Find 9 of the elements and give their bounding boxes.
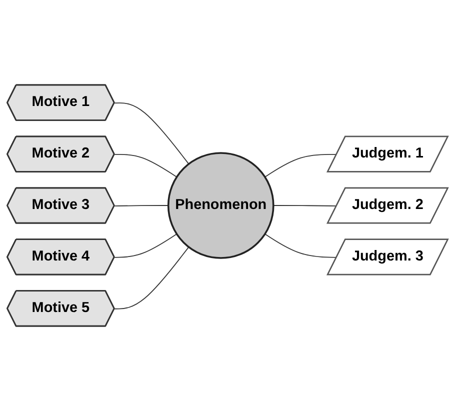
connector <box>114 246 190 310</box>
connector <box>114 102 190 164</box>
connector <box>114 154 178 178</box>
connector <box>114 234 178 258</box>
node-circle <box>167 152 274 259</box>
connector <box>272 205 338 206</box>
connector <box>114 205 169 206</box>
connector <box>264 234 338 258</box>
connector <box>264 154 338 178</box>
